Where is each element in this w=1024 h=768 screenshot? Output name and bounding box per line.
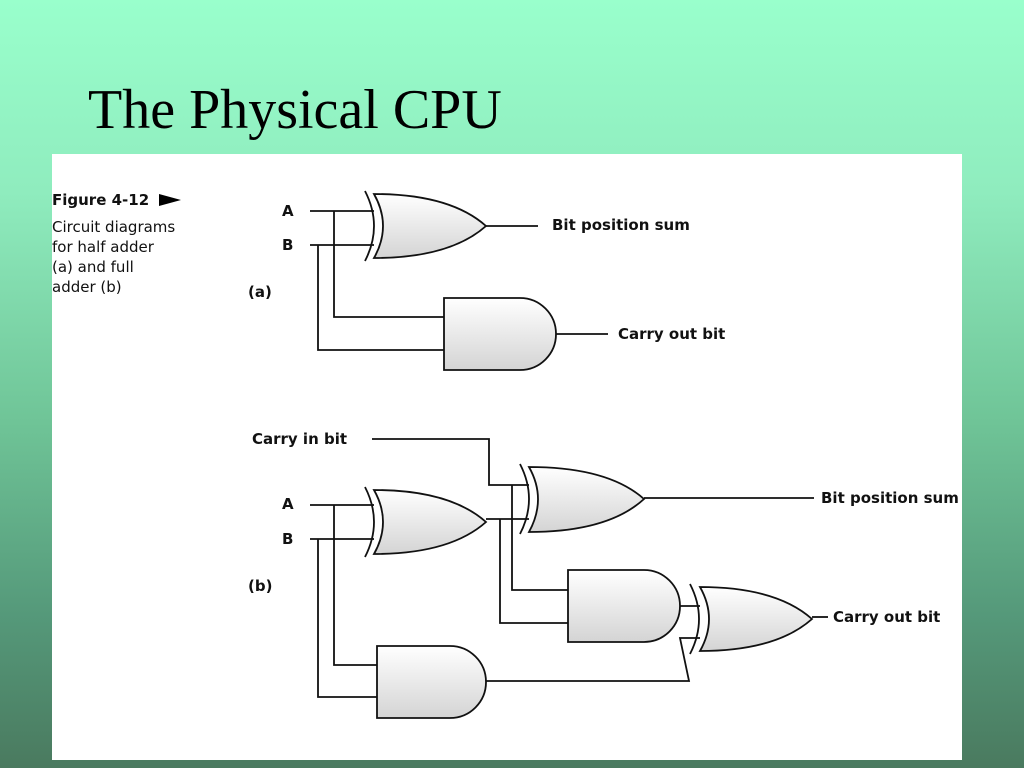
full-adder-xor-gate-3 (689, 583, 814, 655)
full-adder-wires (310, 438, 828, 698)
full-adder-input-a-label: A (282, 495, 294, 513)
full-adder-carry-in-label: Carry in bit (252, 430, 347, 448)
half-adder-sum-label: Bit position sum (552, 216, 690, 234)
full-adder-part-label: (b) (248, 577, 272, 595)
full-adder-sum-label: Bit position sum (821, 489, 959, 507)
slide-title: The Physical CPU (88, 79, 502, 141)
figure-panel: Figure 4-12 Circuit diagrams for half ad… (52, 154, 962, 760)
full-adder-and-gate-1 (567, 569, 681, 643)
half-adder-diagram: A B (a) Bit position sum Car (248, 190, 725, 371)
full-adder-input-b-label: B (282, 530, 293, 548)
full-adder-xor-gate-1 (364, 486, 488, 558)
pointer-arrow-icon (159, 194, 182, 206)
figure-label-row: Figure 4-12 (52, 191, 212, 209)
half-adder-part-label: (a) (248, 283, 272, 301)
caption-line: adder (b) (52, 278, 122, 296)
circuit-diagram: A B (a) Bit position sum Car (248, 190, 959, 719)
half-adder-and-gate (443, 297, 557, 371)
caption-line: Circuit diagrams (52, 218, 176, 236)
half-adder-input-b-label: B (282, 236, 293, 254)
figure-label: Figure 4-12 (52, 191, 150, 209)
full-adder-xor-gate-2 (519, 463, 646, 535)
full-adder-diagram: Carry in bit A B (b) (248, 430, 959, 719)
full-adder-carry-label: Carry out bit (833, 608, 940, 626)
half-adder-input-a-label: A (282, 202, 294, 220)
half-adder-carry-label: Carry out bit (618, 325, 725, 343)
figure-caption-text: Circuit diagrams for half adder (a) and … (52, 217, 212, 297)
full-adder-and-gate-2 (376, 645, 487, 719)
caption-line: (a) and full (52, 258, 134, 276)
half-adder-wires (310, 210, 608, 351)
caption-line: for half adder (52, 238, 154, 256)
figure-caption: Figure 4-12 Circuit diagrams for half ad… (52, 191, 212, 297)
half-adder-xor-gate (364, 190, 488, 262)
